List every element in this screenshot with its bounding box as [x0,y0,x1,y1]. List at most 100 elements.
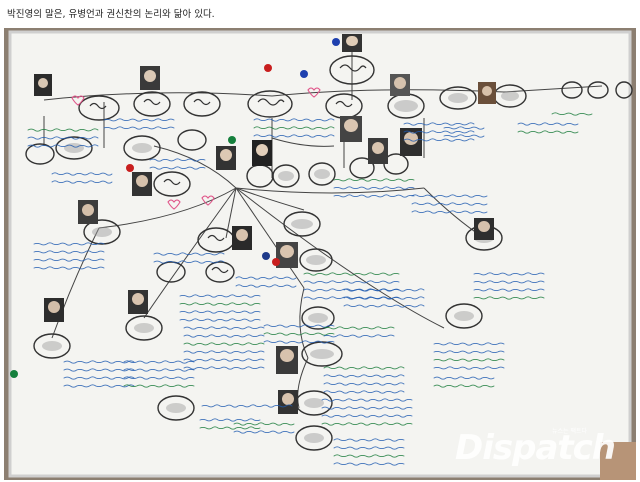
handwriting-line [27,128,99,132]
handwriting-line [233,422,295,426]
watermark-tagline: 뉴스는 팩트다 [552,428,588,435]
handwriting-line [63,360,135,364]
handwriting-line [411,210,488,214]
handwriting-line [235,276,297,280]
handwriting-line [517,122,579,126]
whiteboard-surface [10,32,630,476]
handwriting-line [321,406,413,410]
handwriting-line [183,334,265,338]
handwriting-line [403,122,475,126]
handwriting-line [27,144,99,148]
handwriting-line [263,340,335,344]
handwriting-line [179,318,261,322]
handwriting-line [433,384,495,388]
handwriting-line [263,332,335,336]
handwriting-line [323,334,395,338]
caption: 박진영의 말은, 유병언과 권신찬의 논리와 닮아 있다. [7,9,215,20]
handwriting-line [149,158,206,162]
handwriting-line [103,118,175,122]
handwriting-line [473,280,545,284]
handwriting-line [183,358,265,362]
watermark-brand: Dispatch [455,428,616,468]
handwriting-line [33,250,105,254]
whiteboard-photo [4,28,636,480]
handwriting-line [123,360,195,364]
handwriting-line [27,136,99,140]
handwriting-line [103,126,175,130]
handwriting-line [183,326,265,330]
handwriting-line [333,462,405,466]
handwriting-line [551,112,593,116]
portrait-photos [34,34,496,414]
handwriting-line [183,342,265,346]
handwriting-line [403,138,475,142]
marker-scribbles [89,64,367,274]
handwriting-line [153,252,225,256]
handwriting-line [443,126,485,130]
handwriting-line [123,376,195,380]
handwriting-line [473,288,545,292]
handwriting-line [411,202,488,206]
handwriting-line [323,366,405,370]
handwriting-line [33,258,105,262]
handwritten-notes [27,112,593,466]
connector-lines [43,46,603,409]
handwriting-line [123,384,195,388]
handwriting-line [51,172,113,176]
handwriting-line [473,296,545,300]
handwriting-line [33,266,105,270]
handwriting-line [323,374,405,378]
handwriting-line [333,454,405,458]
handwriting-line [235,284,297,288]
handwriting-line [303,272,400,276]
handwriting-line [123,368,195,372]
handwriting-line [199,418,261,422]
push-pins [10,38,340,378]
handwriting-line [473,272,545,276]
whiteboard-frame [8,30,632,478]
handwriting-line [149,166,206,170]
handwriting-line [179,310,261,314]
handwriting-line [63,384,135,388]
handwriting-line [411,194,488,198]
blurred-names [42,91,519,443]
handwriting-line [323,326,395,330]
handwriting-line [51,180,113,184]
dispatch-watermark: Dispatch [455,428,616,468]
handwriting-line [433,342,505,346]
handwriting-line [321,414,413,418]
inset-thumbnail [600,442,636,480]
handwriting-line [343,304,425,308]
handwriting-line [517,130,579,134]
handwriting-line [433,366,505,370]
handwriting-line [179,302,261,306]
handwriting-line [343,288,425,292]
handwriting-line [183,350,265,354]
handwriting-line [253,134,335,138]
handwriting-line [263,324,335,328]
handwriting-line [333,186,415,190]
handwriting-line [253,118,335,122]
handwriting-line [303,280,400,284]
heart-doodles [71,87,321,210]
handwriting-line [233,430,295,434]
handwriting-line [443,134,485,138]
handwriting-line [333,438,405,442]
handwriting-line [179,294,261,298]
handwriting-line [183,366,265,370]
whiteboard-diagram [8,30,636,480]
handwriting-line [63,376,135,380]
handwriting-line [63,368,135,372]
handwriting-line [343,296,425,300]
handwriting-line [253,126,335,130]
handwriting-line [323,382,405,386]
handwriting-line [433,376,495,380]
handwriting-line [333,178,415,182]
handwriting-line [333,194,415,198]
handwriting-line [433,350,505,354]
handwriting-line [201,404,293,408]
handwriting-line [433,358,505,362]
handwriting-line [323,390,405,394]
handwriting-line [333,446,405,450]
handwriting-line [321,398,413,402]
